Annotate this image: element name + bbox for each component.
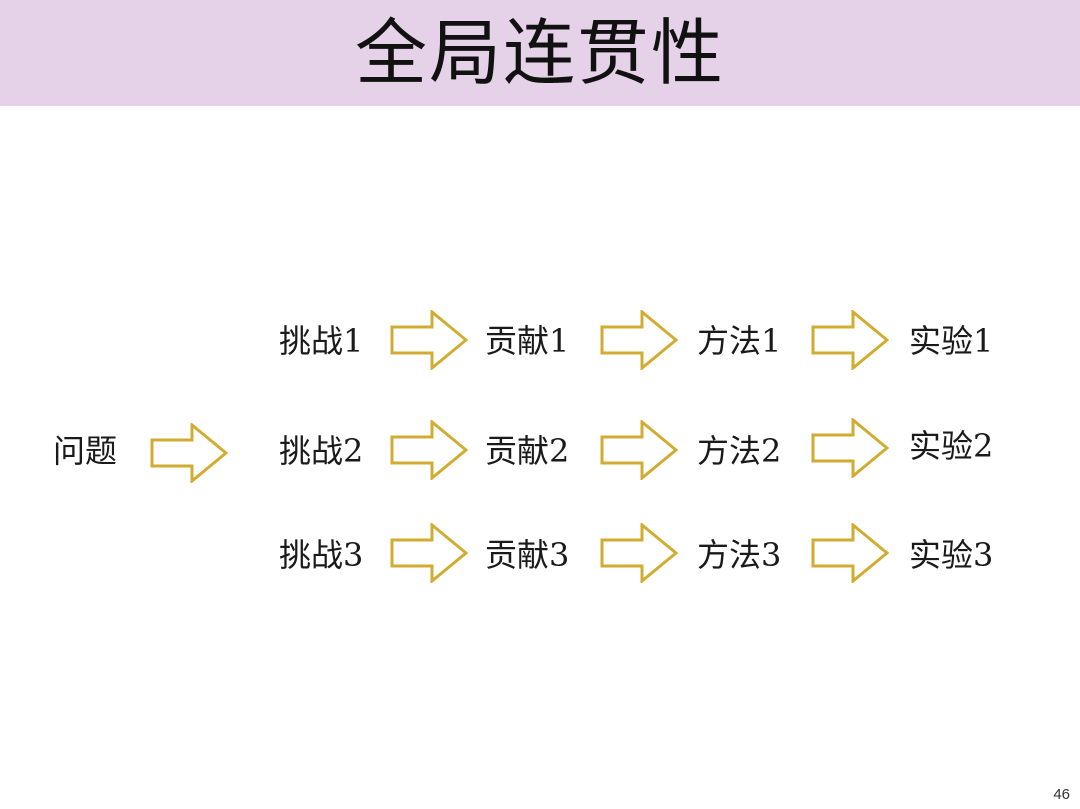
arrow-icon (390, 310, 468, 370)
contribution-2-label: 贡献2 (485, 432, 570, 470)
experiment-3-label: 实验3 (909, 536, 994, 574)
slide-title: 全局连贯性 (354, 11, 725, 95)
challenge-1-label: 挑战1 (279, 322, 364, 360)
title-bar (0, 0, 1080, 106)
arrow-icon (600, 523, 678, 583)
experiment-2-label: 实验2 (909, 427, 994, 465)
arrow-icon (811, 523, 889, 583)
method-3-label: 方法3 (697, 536, 782, 574)
problem-label: 问题 (53, 432, 118, 470)
arrow-icon (390, 420, 468, 480)
contribution-1-label: 贡献1 (485, 322, 570, 360)
experiment-1-label: 实验1 (909, 322, 994, 360)
arrow-icon (390, 523, 468, 583)
arrow-icon (150, 423, 228, 483)
challenge-3-label: 挑战3 (279, 536, 364, 574)
method-2-label: 方法2 (697, 432, 782, 470)
method-1-label: 方法1 (697, 322, 782, 360)
challenge-2-label: 挑战2 (279, 432, 364, 470)
arrow-icon (811, 418, 889, 478)
arrow-icon (600, 310, 678, 370)
arrow-icon (600, 420, 678, 480)
contribution-3-label: 贡献3 (485, 536, 570, 574)
arrow-icon (811, 310, 889, 370)
page-number: 46 (1053, 786, 1070, 803)
